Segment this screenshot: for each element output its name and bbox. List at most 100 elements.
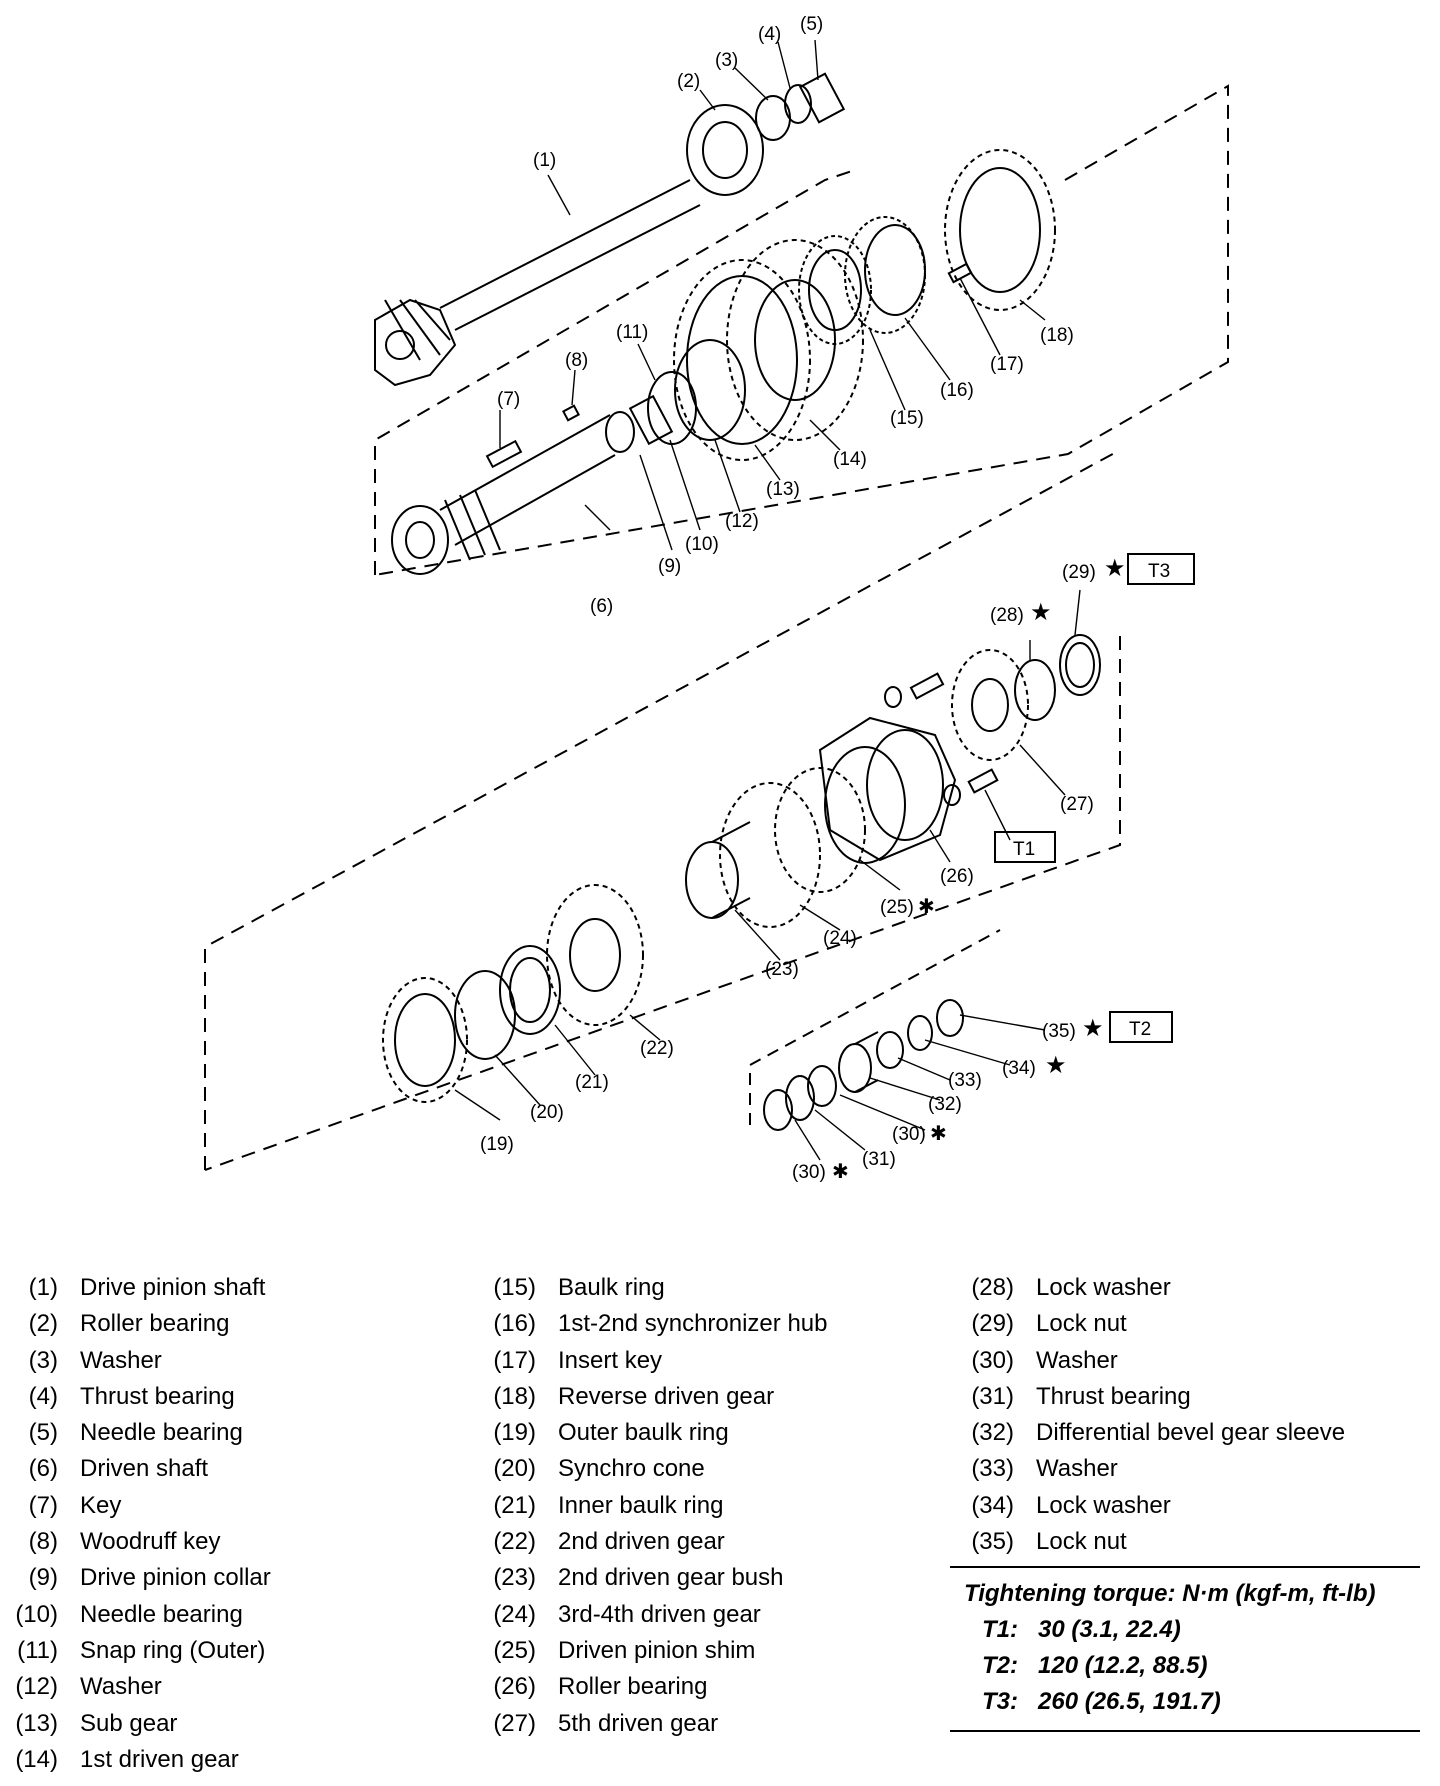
callout-6: (6) — [590, 596, 613, 617]
asterisk-icon: ✱ — [930, 1123, 947, 1145]
legend-label: Drive pinion shaft — [80, 1274, 266, 1301]
lock-nut-lower — [936, 999, 964, 1037]
legend-number: (7) — [28, 1491, 58, 1519]
third-fourth-driven-gear — [719, 767, 866, 928]
legend-label: Sub gear — [80, 1709, 178, 1737]
bolt-upper — [884, 672, 945, 708]
legend-item: (19)Outer baulk ring — [488, 1415, 827, 1451]
needle-bearing-mid — [628, 394, 674, 446]
marker-symbols: ★ ★ ★ ★ ✱ ✱ ✱ — [832, 555, 1126, 1183]
star-icon: ★ — [1030, 599, 1052, 626]
legend-label: 2nd driven gear bush — [558, 1564, 784, 1592]
legend-number: (20) — [493, 1455, 536, 1483]
legend-number: (28) — [971, 1274, 1014, 1301]
legend-item: (16)1st-2nd synchronizer hub — [488, 1306, 827, 1342]
legend-label: Snap ring (Outer) — [80, 1636, 266, 1664]
roller-bearing-lower — [818, 716, 957, 862]
legend-number: (6) — [28, 1455, 58, 1483]
legend-number: (19) — [493, 1419, 536, 1447]
legend-item: (10)Needle bearing — [10, 1597, 271, 1633]
legend-item: (27) 5th driven gear — [488, 1706, 827, 1742]
legend-item: (25) Driven pinion shim — [488, 1633, 827, 1669]
torque-tag-t3: T3 — [1148, 561, 1170, 582]
torque-value: 120 (12.2, 88.5) — [1038, 1652, 1208, 1679]
legend-number: (25) — [493, 1636, 536, 1664]
legend-label: Reverse driven gear — [558, 1382, 775, 1410]
star-icon: ★ — [1104, 555, 1126, 582]
legend-label: 5th driven gear — [558, 1709, 719, 1737]
callout-11: (11) — [616, 322, 648, 343]
callout-28: (28) — [990, 605, 1024, 626]
first-driven-gear — [726, 239, 864, 441]
baulk-ring — [798, 235, 872, 345]
legend-number: (2) — [28, 1310, 58, 1338]
callout-23: (23) — [765, 959, 799, 980]
callout-21: (21) — [575, 1072, 609, 1093]
legend-number: (34) — [971, 1491, 1014, 1519]
legend-label: Insert key — [558, 1346, 663, 1374]
torque-row: T3:260 (26.5, 191.7) — [950, 1684, 1420, 1720]
legend-label: Driven pinion shim — [558, 1636, 756, 1664]
legend-item: (22)2nd driven gear — [488, 1524, 827, 1560]
legend-item: (2) Roller bearing — [10, 1306, 271, 1342]
callout-22: (22) — [640, 1038, 674, 1059]
callout-26: (26) — [940, 866, 974, 887]
fifth-driven-gear — [951, 649, 1029, 761]
legend-item: (4)Thrust bearing — [10, 1379, 271, 1415]
legend-label: Washer — [80, 1346, 162, 1374]
legend-label: Washer — [1036, 1346, 1118, 1374]
legend-number: (3) — [28, 1346, 58, 1374]
star-icon: ★ — [1082, 1015, 1104, 1042]
legend-number: (27) — [493, 1709, 536, 1737]
legend-number: (12) — [15, 1673, 58, 1701]
legend-label: Roller bearing — [80, 1310, 230, 1338]
asterisk-icon: ✱ — [918, 896, 935, 918]
asterisk-icon: ✱ — [832, 1161, 849, 1183]
lock-washer-lower — [907, 1015, 933, 1051]
callout-12: (12) — [725, 511, 759, 532]
legend-item: (29)Lock nut — [966, 1306, 1345, 1342]
legend-number: (4) — [28, 1382, 58, 1410]
legend-label: Key — [80, 1491, 122, 1519]
legend-item: (7) Key — [10, 1488, 271, 1524]
reverse-driven-gear — [944, 149, 1056, 311]
legend-item: (15)Baulk ring — [488, 1270, 827, 1306]
torque-tag-t3-box — [1127, 553, 1195, 585]
callout-5: (5) — [800, 14, 823, 35]
legend-item: (11)Snap ring (Outer) — [10, 1633, 271, 1669]
legend-label: 1st driven gear — [80, 1745, 239, 1773]
synchronizer-hub — [844, 216, 926, 334]
driven-shaft — [391, 414, 616, 575]
callout-24: (24) — [823, 928, 857, 949]
legend-number: (35) — [971, 1528, 1014, 1556]
legend-label: Washer — [1036, 1455, 1118, 1483]
roller-bearing-upper — [686, 104, 764, 196]
callout-20: (20) — [530, 1102, 564, 1123]
legend-label: Baulk ring — [558, 1274, 665, 1301]
legend-number: (18) — [493, 1382, 536, 1410]
callout-33: (33) — [948, 1070, 982, 1091]
legend-label: Roller bearing — [558, 1673, 708, 1701]
legend-label: 2nd driven gear — [558, 1528, 725, 1556]
frame-middle — [204, 449, 1121, 1171]
torque-key: T3: — [982, 1688, 1018, 1715]
callout-2: (2) — [677, 71, 700, 92]
legend-column-3: (28)Lock washer (29)Lock nut (30)Washer … — [966, 1270, 1345, 1560]
legend-item: (24)3rd-4th driven gear — [488, 1597, 827, 1633]
callout-31: (31) — [862, 1149, 896, 1170]
bolt-lower — [943, 768, 999, 806]
second-driven-gear-bush — [685, 821, 751, 919]
legend-label: Differential bevel gear sleeve — [1036, 1419, 1346, 1447]
legend-number: (5) — [28, 1419, 58, 1447]
drive-pinion-collar — [605, 411, 635, 453]
legend-label: Needle bearing — [80, 1600, 243, 1628]
legend-number: (33) — [971, 1455, 1014, 1483]
legend-item: (32)Differential bevel gear sleeve — [966, 1415, 1345, 1451]
callout-9: (9) — [658, 556, 681, 577]
legend-item: (33) Washer — [966, 1451, 1345, 1487]
callout-25: (25) — [880, 897, 914, 918]
torque-value: 30 (3.1, 22.4) — [1038, 1616, 1181, 1643]
washer-mid — [674, 339, 746, 441]
legend-number: (23) — [493, 1564, 536, 1592]
legend-label: Needle bearing — [80, 1419, 243, 1447]
